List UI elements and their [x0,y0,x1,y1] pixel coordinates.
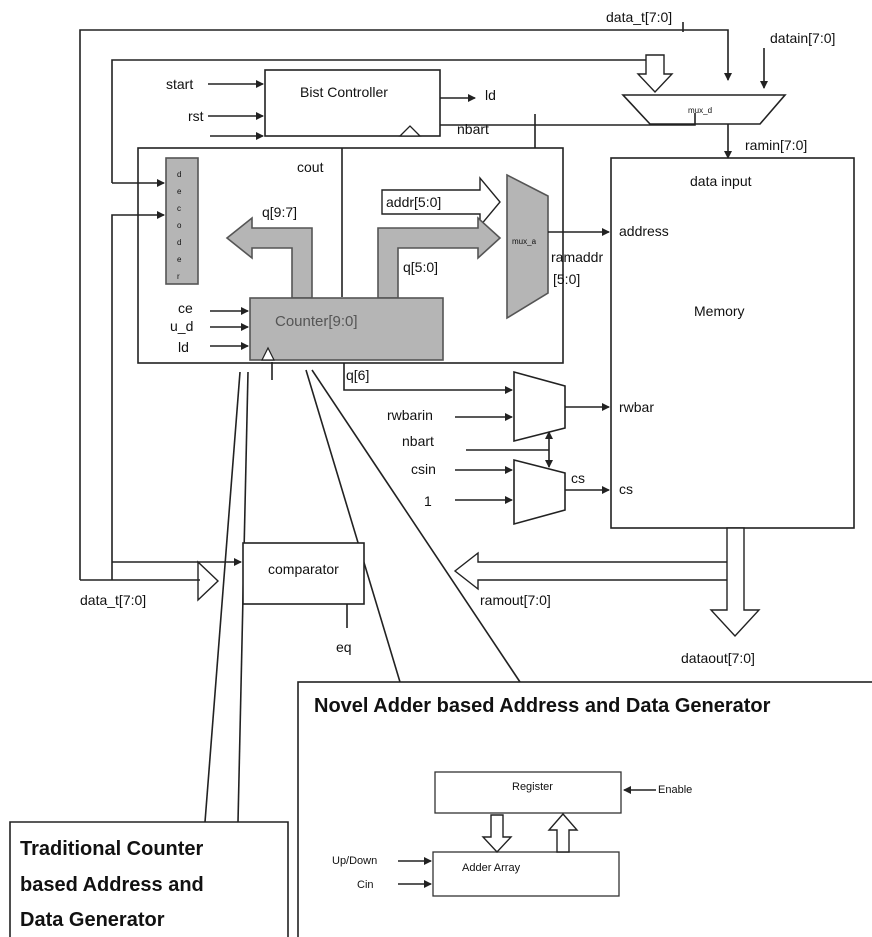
traditional-line2: based Address and [20,874,204,896]
top-wiring: data_t[7:0] datain[7:0] [79,9,835,580]
data-t-wide-arrow [636,54,674,94]
adder-array-block [432,851,620,897]
data-t-top-label: data_t[7:0] [606,9,672,25]
enable-label: Enable [658,784,692,796]
comparator-label: comparator [268,561,339,577]
data-input-label: data input [690,173,752,189]
traditional-line1: Traditional Counter [20,838,204,860]
q97-arrow [225,216,313,299]
counter: Counter[9:0] ce u_d ld [170,297,444,380]
start-label: start [166,76,193,92]
csin-label: csin [411,461,436,477]
address-label: address [619,223,669,239]
decoder-letter-1: e [177,187,182,196]
decoder-letter-6: r [177,272,180,281]
register-to-adder-arrow [481,814,513,854]
rwbar-label: rwbar [619,399,654,415]
ramaddr-label-2: [5:0] [553,271,580,287]
traditional-line3: Data Generator [20,909,165,931]
one-label: 1 [424,493,432,509]
cs-mux: csin 1 cs [411,458,610,526]
traditional-generator-callout: Traditional Counter based Address and Da… [9,371,289,937]
cs-mux-label: cs [571,470,585,486]
decoder-letter-2: c [177,204,181,213]
rwbarin-label: rwbarin [387,407,433,423]
nbart-select: nbart [402,431,553,468]
adder-to-register-arrow [547,812,579,853]
addr-label: addr[5:0] [386,194,441,210]
ud-label: u_d [170,318,193,334]
memory: data input address Memory rwbar cs [610,157,855,529]
mux-d: mux_d ramin[7:0] [621,94,807,159]
cs-mem-label: cs [619,481,633,497]
novel-generator-title: Novel Adder based Address and Data Gener… [314,695,771,717]
eq-label: eq [336,639,352,655]
adder-array-label: Adder Array [462,862,521,874]
mux-a: mux_a ramaddr [5:0] [506,173,610,320]
ld-in-label: ld [178,339,189,355]
ramout-label: ramout[7:0] [480,592,551,608]
cout-label: cout [297,159,324,175]
q97-label: q[9:7] [262,204,297,220]
comparator: comparator data_t[7:0] eq ramout[7:0] [80,542,727,655]
mux-d-label: mux_d [688,106,712,115]
datain-label: datain[7:0] [770,30,835,46]
data-t-bottom-arrow [197,560,220,602]
register-block [434,771,622,814]
mux-a-label: mux_a [512,237,537,246]
bist-controller: Bist Controller ld start rst nbart [166,69,696,196]
register-label: Register [512,781,553,793]
updown-label: Up/Down [332,855,377,867]
q50-label: q[5:0] [403,259,438,275]
bist-controller-label: Bist Controller [300,84,388,100]
memory-label: Memory [694,303,745,319]
dataout-label: dataout[7:0] [681,650,755,666]
q50-arrow [377,216,502,299]
decoder: d e c o d e r [111,157,199,580]
ramin-label: ramin[7:0] [745,137,807,153]
rst-label: rst [188,108,204,124]
novel-generator-callout: Novel Adder based Address and Data Gener… [297,369,872,937]
rwbar-mux: q[6] rwbarin [343,363,610,443]
nbart-top-label: nbart [457,121,489,137]
q6-label: q[6] [346,367,369,383]
counter-label: Counter[9:0] [275,313,358,330]
ramaddr-label-1: ramaddr [551,249,603,265]
bist-ld-output-label: ld [485,87,496,103]
decoder-letter-0: d [177,170,181,179]
decoder-letter-3: o [177,221,182,230]
addr-arrow [381,176,501,228]
dataout: dataout[7:0] [681,527,761,666]
ce-label: ce [178,300,193,316]
ramout-arrow [453,551,727,591]
decoder-letter-4: d [177,238,181,247]
nbart-mid-label: nbart [402,433,434,449]
decoder-letter-5: e [177,255,182,264]
cin-label: Cin [357,879,374,891]
data-t-bottom-label: data_t[7:0] [80,592,146,608]
